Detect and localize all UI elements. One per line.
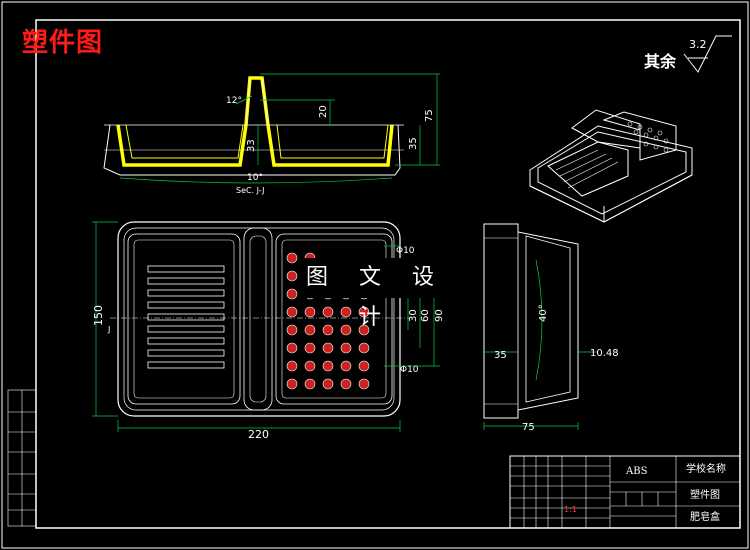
dim-20: 20 (318, 105, 329, 118)
title-block-scale: 1:1 (564, 505, 577, 514)
dim-hole-dia-top: Φ10 (396, 246, 415, 256)
dim-10-48: 10.48 (590, 348, 619, 359)
dim-angle-40: 40° (538, 304, 549, 322)
title-block-school: 学校名称 (686, 462, 726, 475)
title-block-material: ABS (625, 466, 648, 477)
dim-33: 33 (246, 139, 257, 152)
dim-35-side: 35 (494, 350, 507, 361)
dim-35: 35 (408, 137, 419, 150)
drain-slots (147, 265, 225, 369)
plan-outer (117, 221, 401, 417)
watermark: 图 文 设 计 (302, 258, 450, 330)
section-body (103, 124, 401, 176)
section-view: 75 35 20 33 12° 10° SeC. J-J (103, 73, 440, 195)
title-block-drawing-name: 塑件图 (690, 489, 720, 501)
dim-angle-10: 10° (247, 173, 263, 183)
section-outline (116, 76, 394, 167)
dim-75-side: 75 (522, 422, 535, 433)
title-block-part-name: 肥皂盒 (690, 510, 720, 523)
dim-30: 30 (408, 309, 419, 322)
section-mark-j: J (107, 325, 110, 334)
dim-60: 60 (420, 309, 431, 322)
inner-border (35, 19, 741, 529)
side-view: 40° 35 10.48 75 (483, 223, 619, 433)
roughness-value: 3.2 (689, 38, 707, 51)
dim-220: 220 (248, 428, 269, 441)
dim-75: 75 (424, 109, 435, 122)
dim-90: 90 (434, 309, 445, 322)
iso-view (529, 109, 693, 223)
left-strip (7, 389, 37, 527)
dim-hole-dia: Φ10 (400, 365, 419, 375)
plan-view: 220 150 30 60 90 Φ10 Φ10 J (92, 221, 445, 441)
roughness-label: 其余 (644, 52, 677, 71)
title-block (509, 455, 741, 529)
roughness-symbol (683, 35, 732, 73)
dim-angle-12: 12° (226, 96, 242, 106)
dim-150: 150 (92, 305, 105, 326)
drawing-title: 塑件图 (22, 28, 104, 58)
section-label: SeC. J-J (236, 186, 264, 195)
